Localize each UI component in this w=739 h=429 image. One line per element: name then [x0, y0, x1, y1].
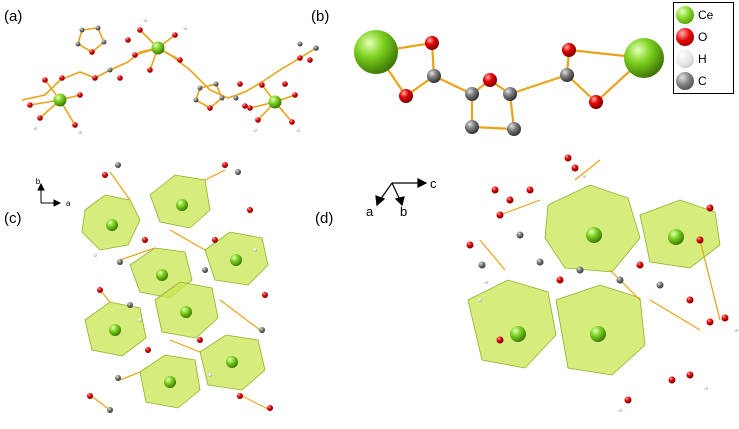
panel-label-c: (c)	[4, 210, 22, 227]
legend: Ce O H C	[673, 2, 734, 94]
panel-b-atoms	[354, 30, 664, 136]
legend-label-h: H	[698, 52, 707, 66]
axis-d-c-label: c	[430, 176, 437, 191]
ce-swatch-icon	[676, 6, 694, 24]
legend-item-ce: Ce	[676, 5, 713, 25]
legend-item-c: C	[676, 71, 707, 91]
legend-item-h: H	[676, 49, 707, 69]
panel-a-structure	[21, 27, 317, 126]
h-swatch-icon	[676, 50, 694, 68]
panel-a-atoms	[27, 18, 319, 134]
axis-c-x-label: a	[66, 199, 71, 208]
axis-d-b-label: b	[400, 204, 407, 219]
axes-c	[37, 182, 62, 207]
c-swatch-icon	[676, 72, 694, 90]
o-swatch-icon	[676, 28, 694, 46]
panel-c-polyhedra	[81, 174, 269, 409]
legend-label-ce: Ce	[698, 8, 714, 22]
panel-label-a: (a)	[4, 8, 23, 25]
panel-b-structure	[375, 41, 645, 131]
panel-d-polyhedra	[467, 184, 721, 376]
panel-label-d: (d)	[315, 210, 334, 227]
panel-d-atoms	[466, 154, 738, 412]
axis-c-y-label: b	[36, 177, 41, 186]
panel-d-bonds	[479, 159, 721, 331]
axes-d	[375, 178, 428, 207]
legend-label-o: O	[698, 30, 708, 44]
legend-label-c: C	[698, 74, 707, 88]
panel-c-bonds	[89, 169, 271, 411]
axis-d-a-label: a	[366, 204, 374, 219]
panel-c-atoms	[87, 162, 273, 413]
panel-label-b: (b)	[311, 8, 330, 25]
legend-item-o: O	[676, 27, 707, 47]
